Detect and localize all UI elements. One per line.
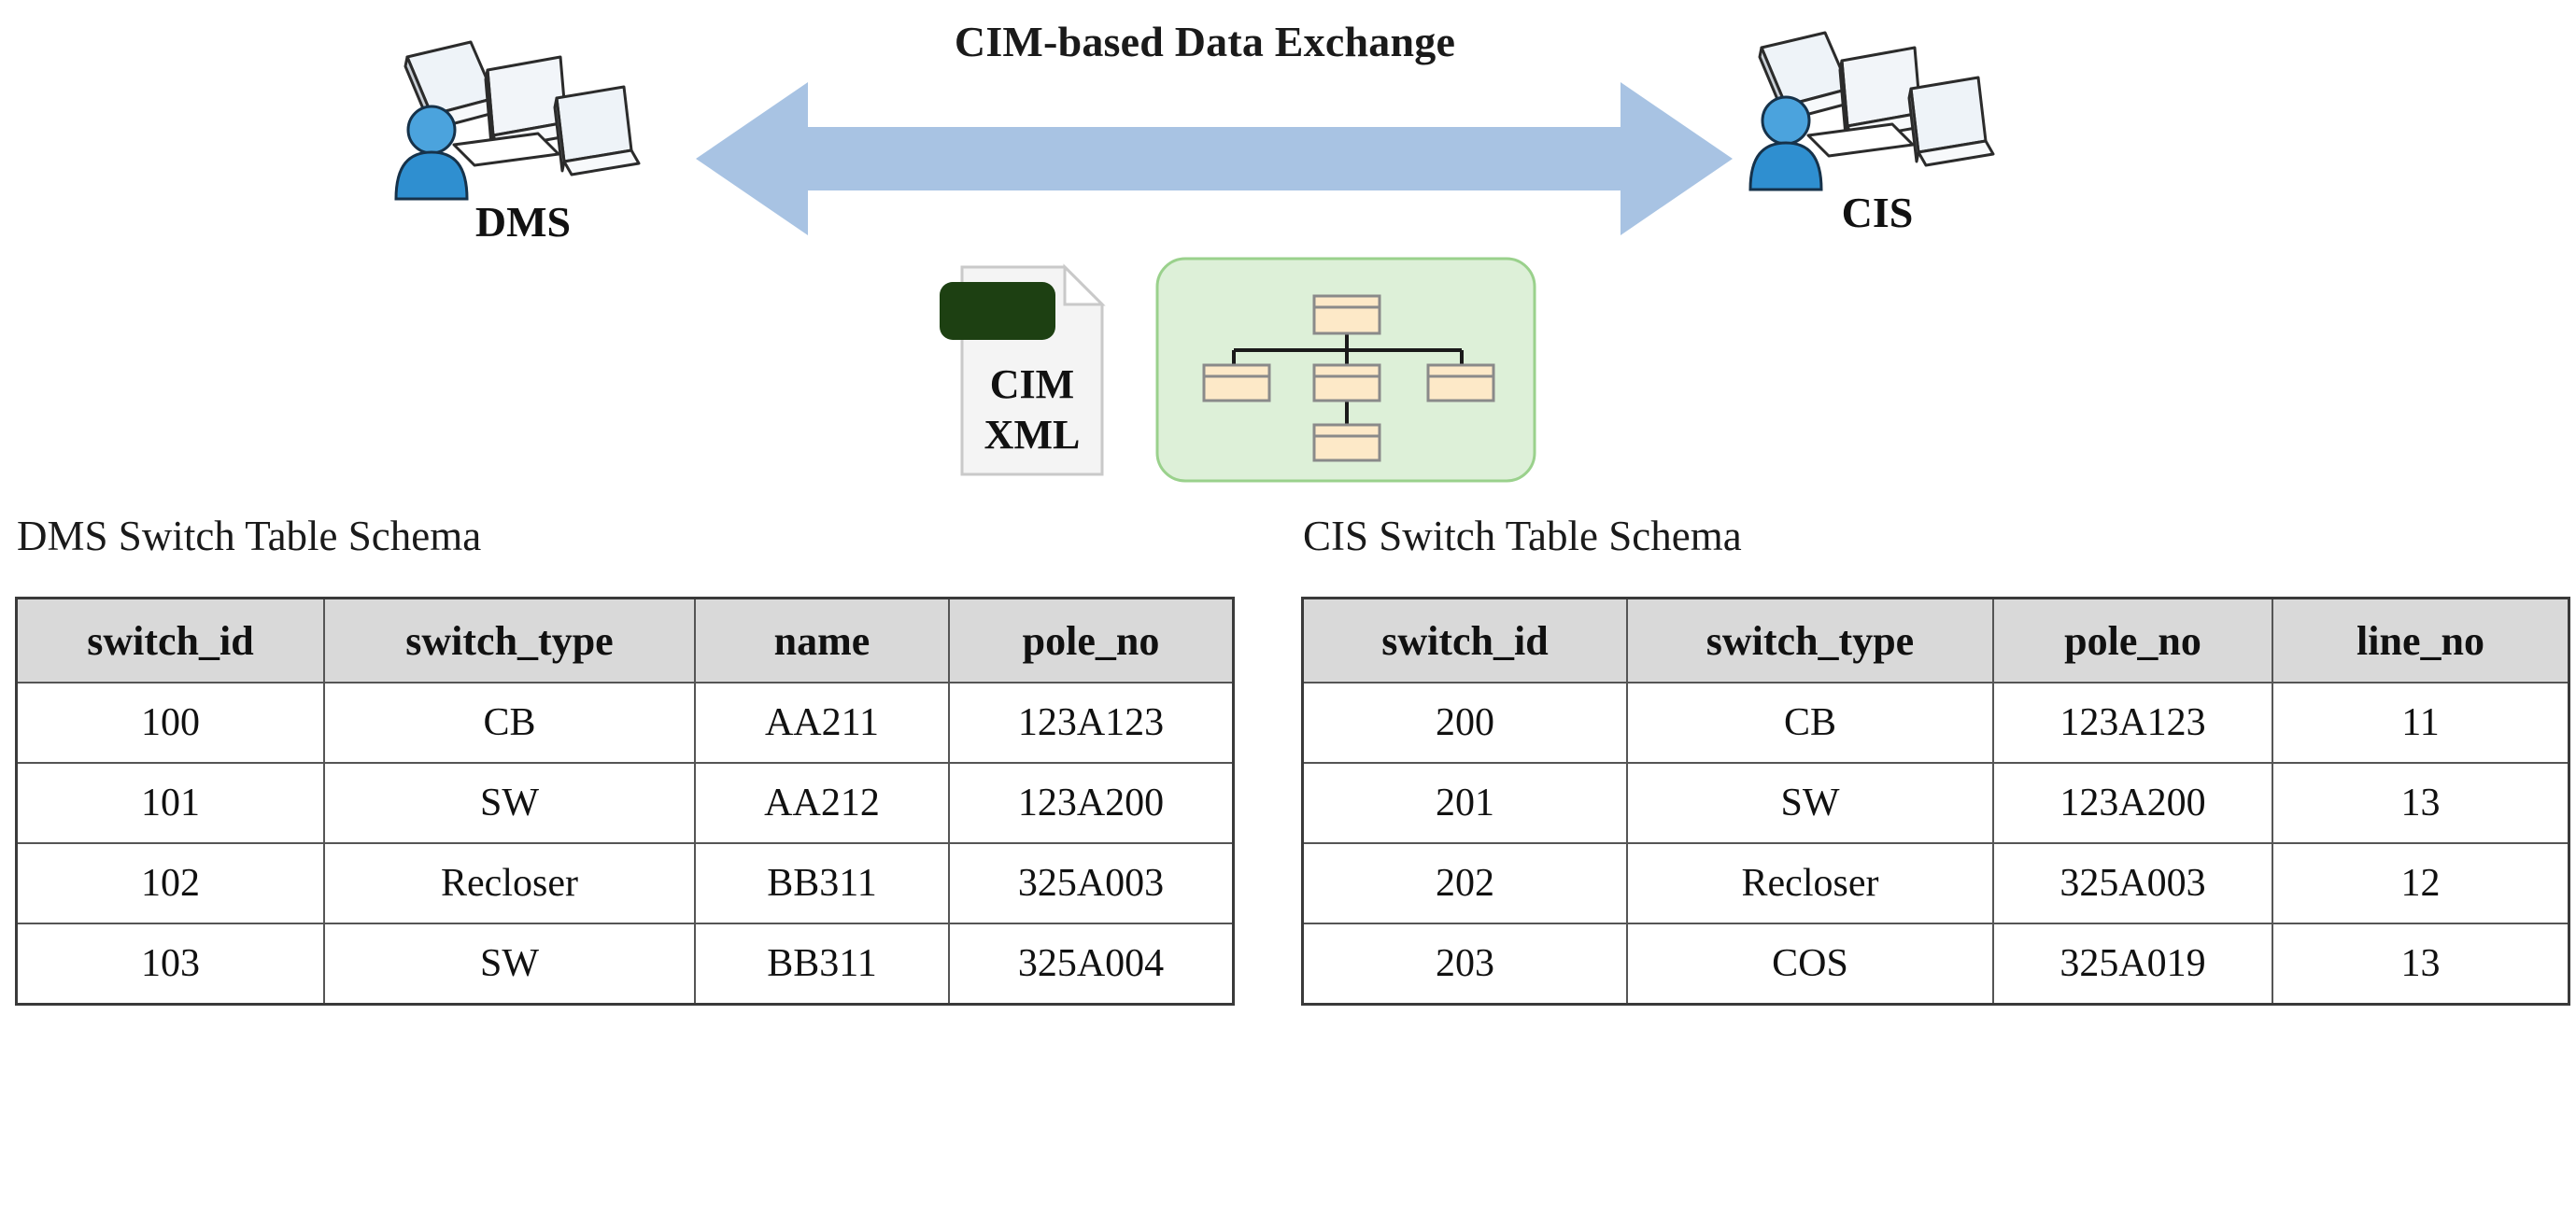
table-header-row: switch_id switch_type pole_no line_no — [1301, 597, 2570, 684]
cell-pole-no: 325A003 — [948, 842, 1235, 924]
cell-pole-no: 123A123 — [948, 682, 1235, 764]
cell-pole-no: 123A200 — [1992, 762, 2273, 844]
column-header-switch-id: switch_id — [1301, 597, 1628, 684]
column-header-switch-id: switch_id — [15, 597, 325, 684]
cell-pole-no: 325A004 — [948, 923, 1235, 1006]
cell-switch-type: SW — [323, 923, 696, 1006]
cell-switch-type: Recloser — [1626, 842, 1994, 924]
cell-pole-no: 123A123 — [1992, 682, 2273, 764]
bidirectional-arrow-icon — [696, 82, 1733, 235]
cell-switch-type: Recloser — [323, 842, 696, 924]
table-row: 203 COS 325A019 13 — [1301, 923, 2570, 1006]
cell-switch-id: 103 — [15, 923, 325, 1006]
column-header-name: name — [694, 597, 950, 684]
table-row: 202 Recloser 325A003 12 — [1301, 842, 2570, 924]
cell-switch-id: 200 — [1301, 682, 1628, 764]
cell-switch-id: 202 — [1301, 842, 1628, 924]
table-row: 103 SW BB311 325A004 — [15, 923, 1235, 1006]
column-header-pole-no: pole_no — [948, 597, 1235, 684]
dms-schema-caption: DMS Switch Table Schema — [17, 513, 482, 559]
node-label-dms: DMS — [474, 198, 572, 246]
cis-schema-section: CIS Switch Table Schema switch_id switch… — [1301, 513, 2570, 1006]
node-label-cis: CIS — [1841, 189, 1914, 236]
node-dms: DMS — [374, 33, 672, 245]
cell-pole-no: 123A200 — [948, 762, 1235, 844]
cell-switch-id: 203 — [1301, 923, 1628, 1006]
column-header-switch-type: switch_type — [1626, 597, 1994, 684]
cell-line-no: 13 — [2272, 762, 2570, 844]
cim-xml-line2: XML — [984, 412, 1081, 458]
dms-schema-section: DMS Switch Table Schema switch_id switch… — [15, 513, 1235, 1006]
cell-switch-id: 101 — [15, 762, 325, 844]
cell-name: BB311 — [694, 842, 950, 924]
table-row: 102 Recloser BB311 325A003 — [15, 842, 1235, 924]
cell-pole-no: 325A019 — [1992, 923, 2273, 1006]
node-cis: CIS — [1728, 23, 2027, 235]
table-row: 101 SW AA212 123A200 — [15, 762, 1235, 844]
cell-switch-type: SW — [323, 762, 696, 844]
cell-name: BB311 — [694, 923, 950, 1006]
cis-switch-table: switch_id switch_type pole_no line_no 20… — [1301, 597, 2570, 1006]
column-header-switch-type: switch_type — [323, 597, 696, 684]
cell-pole-no: 325A003 — [1992, 842, 2273, 924]
uml-class-diagram-icon — [1155, 257, 1536, 483]
cell-switch-id: 102 — [15, 842, 325, 924]
cell-switch-type: COS — [1626, 923, 1994, 1006]
column-header-pole-no: pole_no — [1992, 597, 2273, 684]
cell-line-no: 13 — [2272, 923, 2570, 1006]
column-header-line-no: line_no — [2272, 597, 2570, 684]
cim-xml-line1: CIM — [990, 361, 1074, 407]
cell-line-no: 12 — [2272, 842, 2570, 924]
cell-switch-type: CB — [323, 682, 696, 764]
cell-switch-id: 201 — [1301, 762, 1628, 844]
cell-switch-type: CB — [1626, 682, 1994, 764]
table-row: 100 CB AA211 123A123 — [15, 682, 1235, 764]
cell-name: AA211 — [694, 682, 950, 764]
cis-schema-caption: CIS Switch Table Schema — [1303, 513, 1742, 559]
table-row: 201 SW 123A200 13 — [1301, 762, 2570, 844]
cell-switch-id: 100 — [15, 682, 325, 764]
xml-document-icon: CIM XML — [940, 263, 1106, 476]
workstation-user-icon — [1748, 31, 1995, 191]
data-exchange-diagram: CIM-based Data Exchange — [0, 0, 2576, 523]
workstation-user-icon — [394, 40, 641, 201]
cell-switch-type: SW — [1626, 762, 1994, 844]
dms-switch-table: switch_id switch_type name pole_no 100 C… — [15, 597, 1235, 1006]
cell-name: AA212 — [694, 762, 950, 844]
table-header-row: switch_id switch_type name pole_no — [15, 597, 1235, 684]
table-row: 200 CB 123A123 11 — [1301, 682, 2570, 764]
exchange-title: CIM-based Data Exchange — [954, 18, 1456, 65]
cell-line-no: 11 — [2272, 682, 2570, 764]
